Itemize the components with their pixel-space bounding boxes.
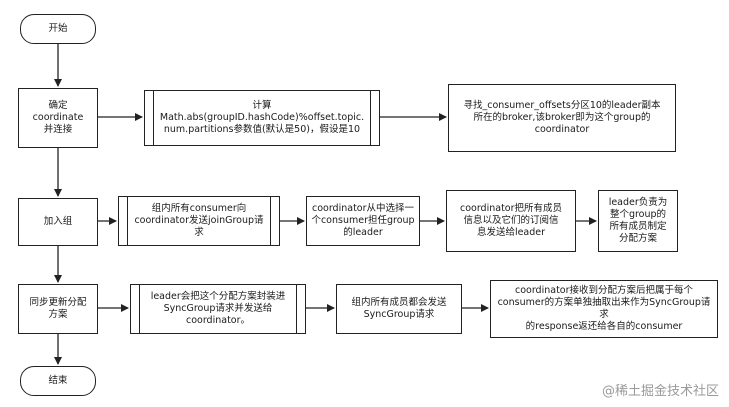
members-sync-node: 组内所有成员都会发送 SyncGroup请求 bbox=[336, 284, 462, 334]
process-right-bar bbox=[296, 285, 297, 333]
process-left-bar bbox=[153, 91, 154, 145]
end-node: 结束 bbox=[20, 366, 96, 396]
process-left-bar bbox=[139, 285, 140, 333]
send-join-node: 组内所有consumer向 coordinator发送joinGroup请 求 bbox=[118, 196, 280, 246]
watermark-text: @稀土掘金技术社区 bbox=[601, 384, 719, 399]
send-join-label: 组内所有consumer向 coordinator发送joinGroup请 求 bbox=[134, 203, 264, 238]
confirm-coordinate-label: 确定 coordinate 并连接 bbox=[32, 100, 84, 135]
leader-plan-label: leader负责为 整个group的 所有成员制定 分配方案 bbox=[608, 197, 668, 244]
sync-plan-label: 同步更新分配 方案 bbox=[29, 297, 87, 320]
find-leader-label: 寻找_consumer_offsets分区10的leader副本 所在的brok… bbox=[463, 100, 661, 135]
find-leader-node: 寻找_consumer_offsets分区10的leader副本 所在的brok… bbox=[448, 84, 676, 152]
process-right-bar bbox=[370, 91, 371, 145]
send-members-label: coordinator把所有成员 信息以及它们的订阅信 息发送给leader bbox=[459, 203, 563, 238]
coord-reply-node: coordinator接收到分配方案后把属于每个 consumer的方案单独抽取… bbox=[490, 280, 718, 338]
send-members-node: coordinator把所有成员 信息以及它们的订阅信 息发送给leader bbox=[446, 190, 576, 252]
join-group-node: 加入组 bbox=[18, 198, 98, 246]
compute-node: 计算 Math.abs(groupID.hashCode)%offset.top… bbox=[144, 90, 380, 146]
choose-leader-node: coordinator从中选择一 个consumer担任group 的leade… bbox=[306, 196, 420, 246]
process-right-bar bbox=[270, 197, 271, 245]
choose-leader-label: coordinator从中选择一 个consumer担任group 的leade… bbox=[311, 203, 415, 238]
join-group-label: 加入组 bbox=[43, 216, 73, 227]
start-node: 开始 bbox=[20, 14, 96, 44]
leader-plan-node: leader负责为 整个group的 所有成员制定 分配方案 bbox=[598, 190, 678, 252]
confirm-coordinate-node: 确定 coordinate 并连接 bbox=[18, 88, 98, 148]
start-label: 开始 bbox=[48, 23, 68, 34]
leader-sync-label: leader会把这个分配方案封装进 SyncGroup请求并发送给 coordi… bbox=[150, 291, 286, 326]
process-left-bar bbox=[127, 197, 128, 245]
end-label: 结束 bbox=[48, 375, 68, 386]
leader-sync-node: leader会把这个分配方案封装进 SyncGroup请求并发送给 coordi… bbox=[130, 284, 306, 334]
compute-label: 计算 Math.abs(groupID.hashCode)%offset.top… bbox=[159, 100, 365, 135]
sync-plan-node: 同步更新分配 方案 bbox=[18, 284, 98, 334]
members-sync-label: 组内所有成员都会发送 SyncGroup请求 bbox=[351, 297, 447, 320]
coord-reply-label: coordinator接收到分配方案后把属于每个 consumer的方案单独抽取… bbox=[497, 285, 711, 332]
